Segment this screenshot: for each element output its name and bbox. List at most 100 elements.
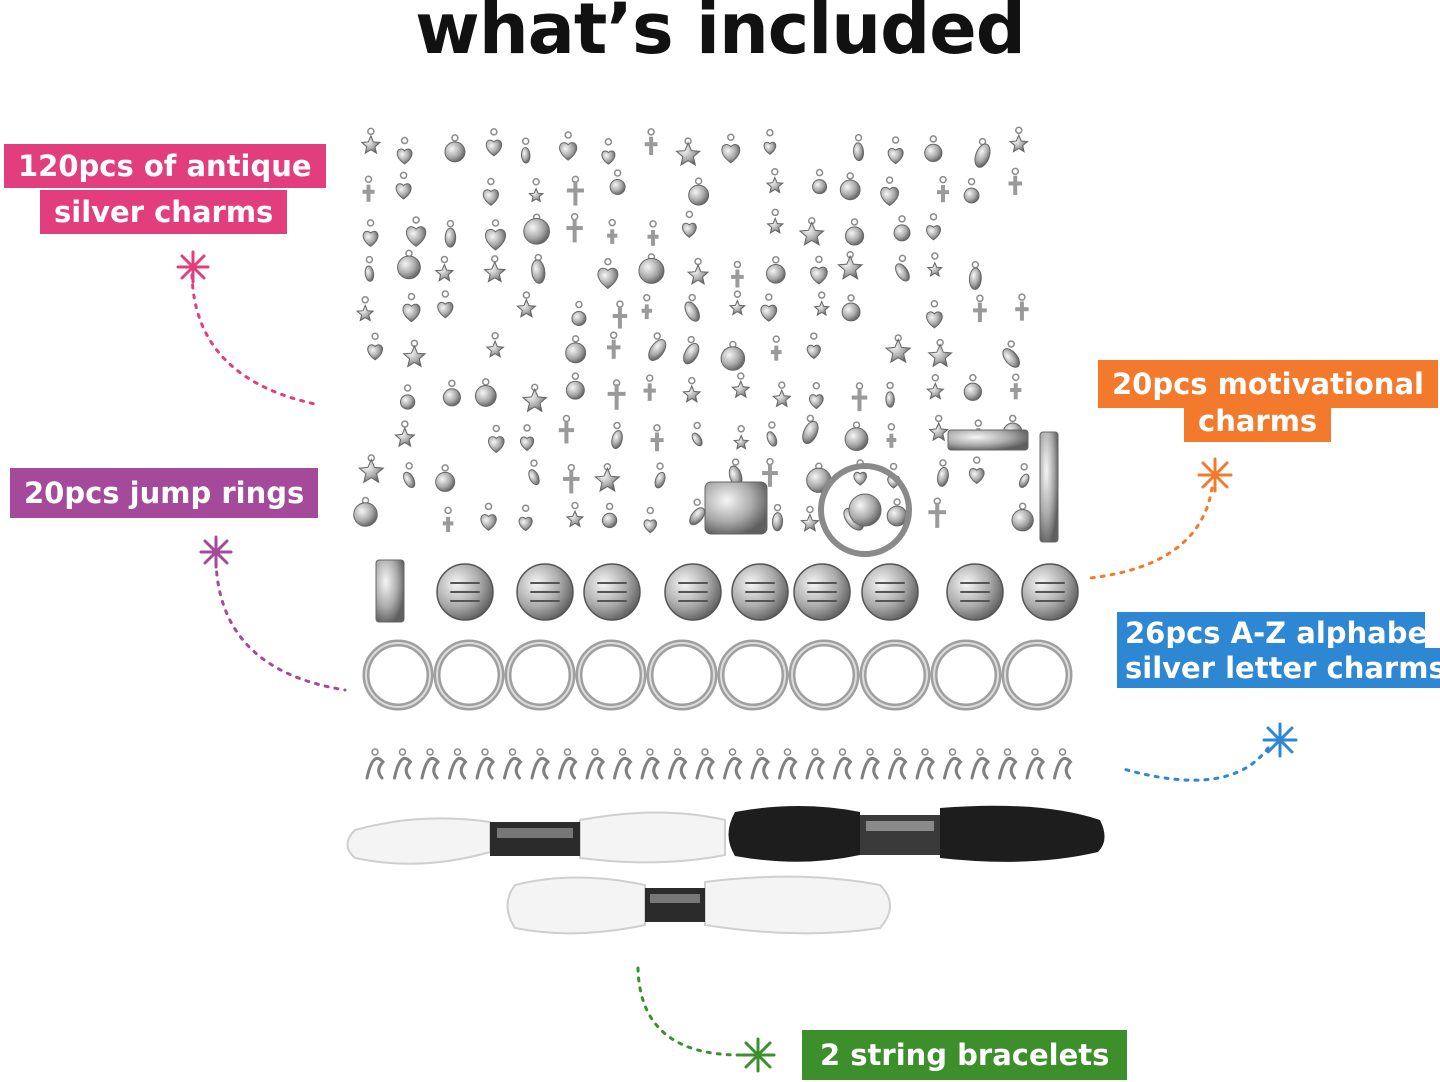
charm-icon — [571, 300, 587, 327]
charm-icon — [480, 502, 497, 531]
charm-icon — [886, 498, 908, 527]
charm-icon — [683, 335, 700, 365]
charm-icon — [520, 137, 531, 164]
charm-icon — [485, 332, 505, 358]
charm-icon — [442, 506, 454, 532]
letter-charm-icon — [888, 748, 908, 780]
charm-icon — [648, 332, 667, 361]
letter-charm-icon — [1053, 748, 1073, 780]
charm-icon — [926, 300, 943, 329]
jump-ring-icon — [504, 639, 576, 711]
charm-icon — [968, 456, 985, 485]
charm-icon — [606, 331, 621, 359]
page-title: what’s included — [415, 0, 1026, 70]
charm-icon — [531, 253, 546, 284]
charm-icon — [682, 376, 702, 403]
charm-icon — [887, 136, 904, 165]
charm-icon — [523, 213, 550, 245]
letter-charm-icon — [915, 748, 936, 780]
charm-icon — [765, 168, 785, 194]
charm-icon — [802, 414, 819, 445]
charm-icon — [664, 563, 722, 621]
charm-icon — [853, 134, 864, 162]
charm-icon — [851, 382, 868, 412]
charm-icon — [434, 255, 455, 282]
letter-charm-icon — [393, 748, 413, 780]
charm-icon — [644, 128, 658, 155]
charm-icon — [810, 255, 828, 285]
letter-charm-icon — [613, 748, 633, 780]
strings-label: 2 string bracelets — [802, 1030, 1128, 1080]
charm-icon — [436, 563, 494, 621]
charm-icon — [1039, 431, 1059, 543]
charm-icon — [765, 256, 786, 284]
thread-skein-icon — [346, 811, 726, 865]
charm-icon — [686, 257, 710, 286]
charm-icon — [936, 175, 950, 203]
asterisk-icon — [1197, 457, 1233, 493]
charm-icon — [444, 134, 466, 163]
charm-icon — [566, 212, 583, 243]
charm-icon — [691, 421, 703, 447]
charm-icon — [721, 133, 741, 164]
charm-icon — [728, 458, 743, 487]
charm-icon — [405, 216, 427, 247]
letter-charm-icon — [365, 748, 386, 780]
charm-icon — [812, 168, 828, 195]
charm-icon — [516, 291, 537, 318]
letter-charm-icon — [503, 748, 523, 780]
charm-icon — [357, 454, 385, 484]
charm-icon — [519, 424, 535, 452]
charm-icon — [650, 424, 664, 452]
charm-icon — [611, 421, 623, 450]
jump-ring-icon — [575, 639, 647, 711]
charm-icon — [675, 137, 702, 167]
charm-icon — [813, 291, 831, 317]
charm-icon — [968, 260, 982, 290]
letter-charm-icon — [475, 748, 496, 780]
jump-rings-group — [362, 639, 1073, 711]
charm-icon — [884, 334, 912, 364]
letter-charm-icon — [420, 748, 441, 780]
asterisk-icon — [199, 535, 233, 569]
charm-icon — [973, 294, 987, 323]
charm-icon — [437, 290, 454, 319]
charm-icon — [689, 498, 706, 526]
charm-icon — [927, 338, 953, 368]
letter-charm-icon — [640, 748, 661, 780]
letter-charm-icon — [778, 748, 798, 780]
charm-icon — [488, 424, 505, 454]
charm-icon — [355, 296, 375, 322]
jump-ring-icon — [859, 639, 931, 711]
letter-charms-group — [365, 748, 1073, 780]
charm-icon — [766, 421, 778, 447]
charm-icon — [435, 464, 456, 492]
charm-icon — [885, 381, 895, 408]
letter-charm-icon — [750, 748, 771, 780]
charm-icon — [442, 379, 461, 407]
charm-icon — [528, 459, 540, 486]
charm-icon — [643, 506, 658, 534]
charm-icon — [1008, 126, 1029, 153]
charm-icon — [1002, 340, 1020, 368]
charm-icon — [362, 219, 379, 248]
asterisk-icon — [176, 250, 210, 284]
charm-icon — [732, 425, 750, 450]
silver-charms-group — [353, 126, 1059, 623]
charm-icon — [893, 215, 911, 242]
charm-icon — [806, 332, 821, 360]
charm-icon — [844, 421, 869, 452]
letter-charm-icon — [448, 748, 468, 780]
letter-charm-icon — [723, 748, 743, 780]
charm-icon — [937, 459, 949, 487]
charm-icon — [841, 294, 861, 322]
charm-icon — [485, 219, 507, 251]
charm-icon — [394, 420, 416, 448]
charm-icon — [963, 177, 980, 204]
letter-charm-icon — [1025, 748, 1046, 780]
charm-icon — [770, 335, 782, 361]
charm-icon — [818, 463, 912, 557]
letter-charm-icon — [695, 748, 716, 780]
alphabet-label-line2: silver letter charms — [1117, 648, 1440, 688]
